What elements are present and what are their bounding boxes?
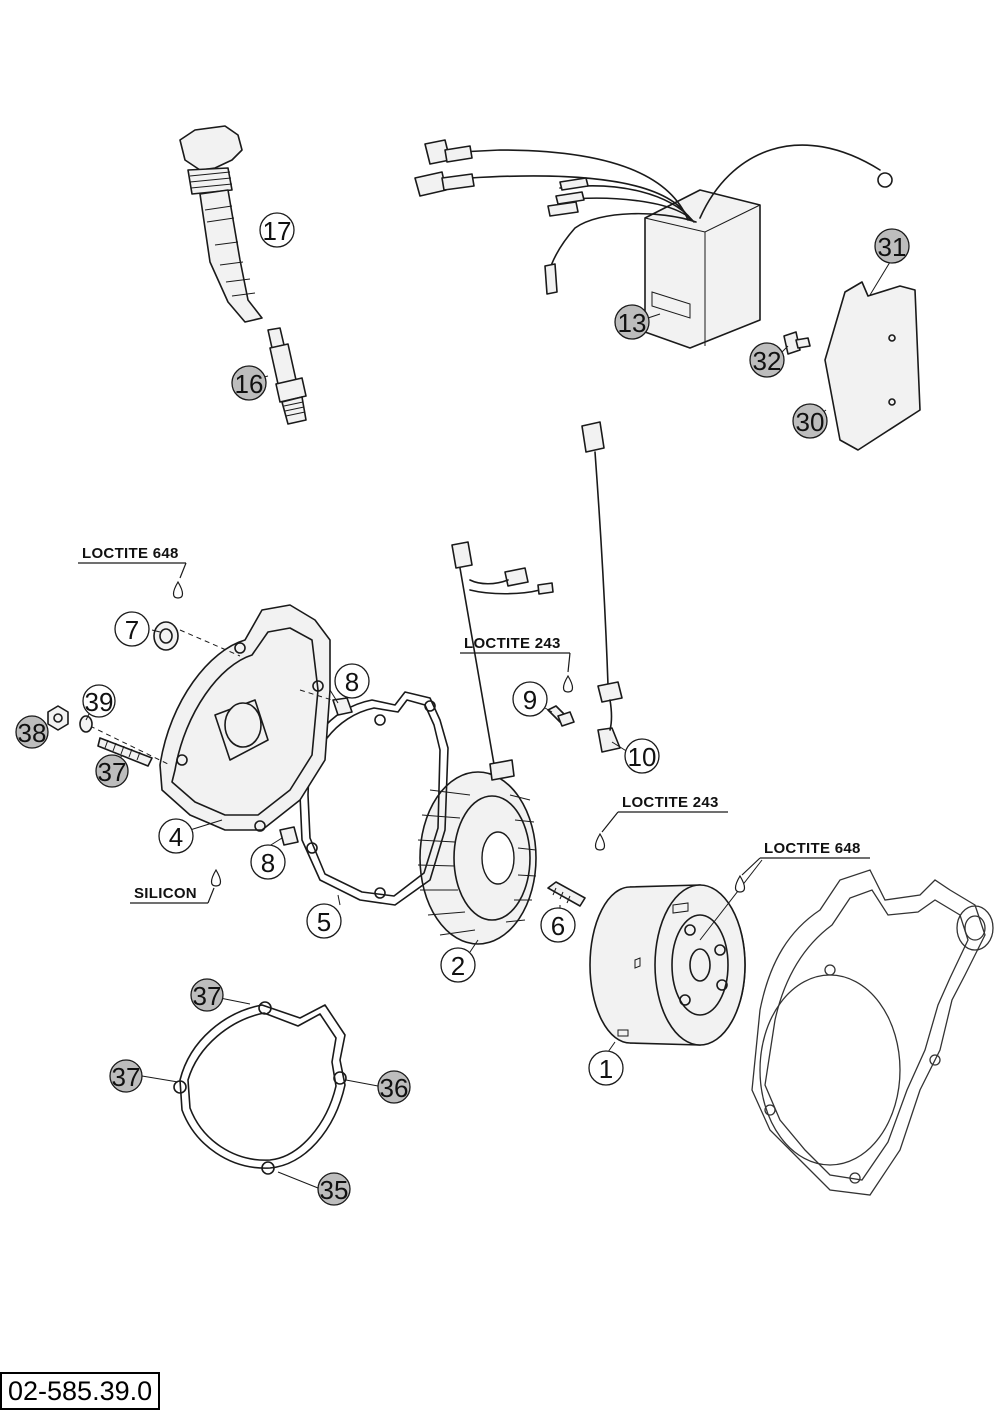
- note-loctite-243-lower: LOCTITE 243: [594, 794, 728, 851]
- svg-text:13: 13: [618, 308, 647, 338]
- flywheel-rotor: [589, 884, 746, 1046]
- spark-plug: [267, 327, 307, 425]
- svg-text:30: 30: [796, 407, 825, 437]
- callout-8-lower: 8: [250, 844, 286, 880]
- svg-text:9: 9: [523, 685, 537, 715]
- nut-38: [47, 705, 69, 731]
- svg-text:4: 4: [169, 822, 183, 852]
- callout-30: 30: [792, 403, 828, 439]
- callout-5: 5: [306, 903, 342, 939]
- pickup-wire: [581, 421, 623, 753]
- callout-10: 10: [624, 738, 660, 774]
- svg-text:38: 38: [18, 718, 47, 748]
- callout-17: 17: [259, 212, 295, 248]
- svg-text:LOCTITE 648: LOCTITE 648: [764, 840, 861, 857]
- svg-text:37: 37: [112, 1062, 141, 1092]
- svg-text:36: 36: [380, 1073, 409, 1103]
- ignition-coil: [179, 125, 263, 323]
- callout-35: 35: [317, 1172, 351, 1206]
- callout-1: 1: [588, 1050, 624, 1086]
- callout-37-gasket-top: 37: [190, 978, 224, 1012]
- svg-text:1: 1: [599, 1054, 613, 1084]
- callout-38: 38: [15, 715, 49, 749]
- stud-37: [97, 737, 153, 767]
- svg-text:8: 8: [261, 848, 275, 878]
- bushing: [153, 621, 179, 651]
- washer-39: [79, 715, 93, 733]
- svg-text:5: 5: [317, 907, 331, 937]
- callout-4: 4: [158, 818, 194, 854]
- stator-wiring: [451, 541, 554, 771]
- callout-7: 7: [114, 611, 150, 647]
- callout-9: 9: [512, 681, 548, 717]
- screw-9: [547, 705, 575, 727]
- svg-text:SILICON: SILICON: [134, 885, 197, 902]
- stator: [417, 759, 537, 945]
- callout-31: 31: [874, 228, 910, 264]
- svg-text:37: 37: [193, 981, 222, 1011]
- svg-text:LOCTITE 243: LOCTITE 243: [622, 794, 719, 811]
- svg-text:31: 31: [878, 232, 907, 262]
- svg-text:2: 2: [451, 951, 465, 981]
- screw-32: [783, 331, 811, 355]
- svg-text:LOCTITE 648: LOCTITE 648: [82, 545, 179, 562]
- note-loctite-648-left: LOCTITE 648: [78, 545, 187, 599]
- dowel-pin-lower: [279, 826, 299, 846]
- callout-6: 6: [540, 907, 576, 943]
- svg-text:LOCTITE 243: LOCTITE 243: [464, 635, 561, 652]
- callout-8-upper: 8: [334, 663, 370, 699]
- svg-text:16: 16: [235, 369, 264, 399]
- drawing-reference-code: 02-585.39.0: [0, 1372, 161, 1410]
- callout-36: 36: [377, 1070, 411, 1104]
- svg-text:10: 10: [628, 742, 657, 772]
- outer-gasket: [173, 1001, 347, 1175]
- note-loctite-648-right: LOCTITE 648: [734, 840, 870, 893]
- callout-37-stud: 37: [95, 754, 129, 788]
- svg-text:35: 35: [320, 1175, 349, 1205]
- cover-plate: [824, 281, 921, 451]
- screw-6: [547, 881, 586, 907]
- svg-text:7: 7: [125, 615, 139, 645]
- note-loctite-243-upper: LOCTITE 243: [460, 635, 574, 693]
- svg-text:32: 32: [753, 346, 782, 376]
- svg-text:6: 6: [551, 911, 565, 941]
- callout-39: 39: [82, 684, 116, 718]
- dowel-pin-upper: [332, 697, 353, 716]
- crankcase-outline: [751, 869, 994, 1196]
- callout-32: 32: [749, 342, 785, 378]
- svg-text:8: 8: [345, 667, 359, 697]
- ignition-cover: [89, 604, 333, 832]
- note-silicon: SILICON: [130, 868, 222, 904]
- svg-text:17: 17: [263, 216, 292, 246]
- callout-16: 16: [231, 365, 267, 401]
- callout-2: 2: [440, 947, 476, 983]
- svg-text:37: 37: [98, 757, 127, 787]
- callout-37-gasket-left: 37: [109, 1059, 143, 1093]
- callout-13: 13: [614, 304, 650, 340]
- svg-text:39: 39: [85, 687, 114, 717]
- cdi-unit: [414, 139, 893, 349]
